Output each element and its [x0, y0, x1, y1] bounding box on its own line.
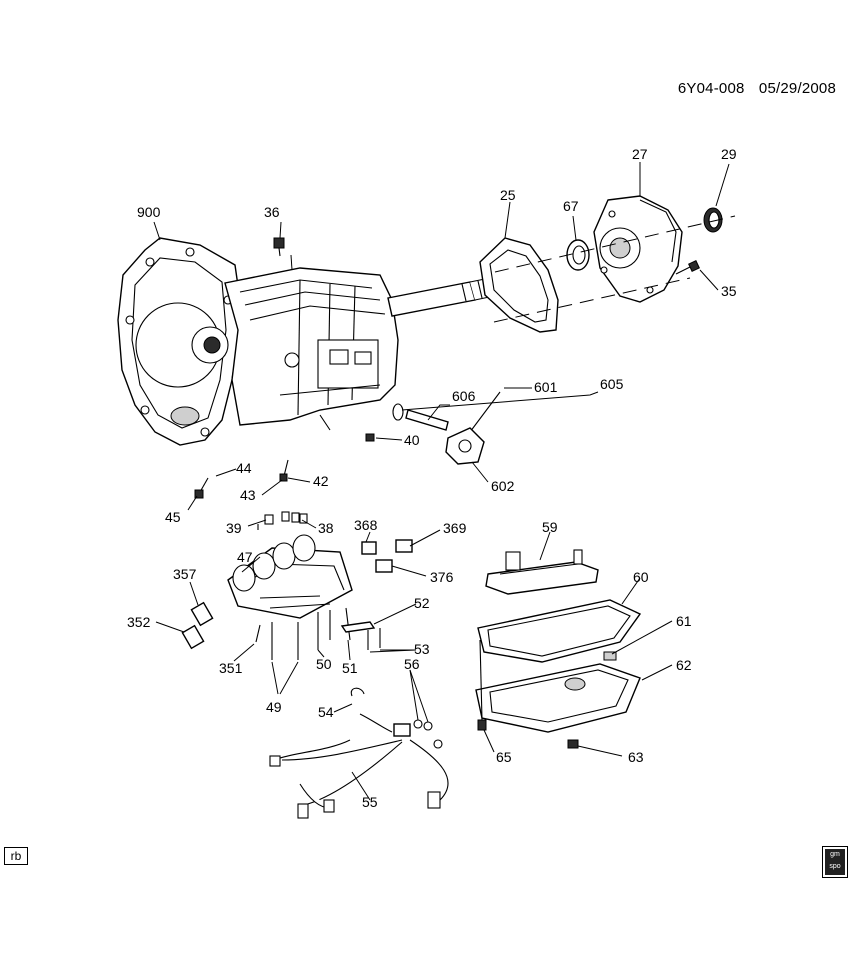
callout-38: 38: [318, 520, 334, 536]
gasket-60: [477, 599, 642, 663]
callout-27: 27: [632, 146, 648, 162]
callout-53: 53: [414, 641, 430, 657]
valve-body-47: [227, 511, 353, 619]
diagram-date: 05/29/2008: [758, 80, 836, 97]
callout-49: 49: [266, 699, 282, 715]
callout-55: 55: [362, 794, 378, 810]
bolt-35: [675, 260, 700, 275]
seal-67: [566, 239, 590, 271]
callout-labels: 900 36 25 67 27 29 35 605 606 601 602 40…: [127, 146, 737, 810]
callout-44: 44: [236, 460, 252, 476]
callout-25: 25: [500, 187, 516, 203]
magnet-61: [603, 651, 617, 661]
callout-40: 40: [404, 432, 420, 448]
callout-67: 67: [563, 198, 579, 214]
gasket-25: [479, 237, 559, 333]
bracket-52-bolts-53: [340, 621, 381, 650]
callout-43: 43: [240, 487, 256, 503]
gm-spo-logo: gm spo: [822, 846, 848, 878]
callout-45: 45: [165, 509, 181, 525]
callout-61: 61: [676, 613, 692, 629]
callout-29: 29: [721, 146, 737, 162]
plug-40: [365, 433, 375, 442]
callout-368: 368: [354, 517, 378, 533]
callout-60: 60: [633, 569, 649, 585]
callout-351: 351: [219, 660, 243, 676]
wiring-harness-55: [269, 687, 449, 819]
callout-42: 42: [313, 473, 329, 489]
callout-52: 52: [414, 595, 430, 611]
extension-housing-27: [593, 195, 683, 303]
callout-352: 352: [127, 614, 151, 630]
callout-51: 51: [342, 660, 358, 676]
callout-62: 62: [676, 657, 692, 673]
sensors-368-369-376: [361, 539, 413, 573]
bolt-36: [273, 237, 285, 257]
callout-602: 602: [491, 478, 515, 494]
callout-36: 36: [264, 204, 280, 220]
sensor-357-352: [181, 601, 214, 650]
rb-tag: rb: [4, 847, 28, 865]
callout-63: 63: [628, 749, 644, 765]
sensor-group-600: [392, 391, 501, 465]
leader-lines: [153, 162, 730, 801]
callout-50: 50: [316, 656, 332, 672]
callout-376: 376: [430, 569, 454, 585]
callout-65: 65: [496, 749, 512, 765]
seal-29: [703, 207, 723, 233]
bracket-44-42: [194, 414, 331, 499]
callout-900: 900: [137, 204, 161, 220]
callout-369: 369: [443, 520, 467, 536]
transmission-assembly: [117, 237, 495, 446]
diagram-id: 6Y04-008: [677, 80, 745, 97]
callout-56: 56: [404, 656, 420, 672]
bolt-65: [477, 639, 487, 731]
callout-357: 357: [173, 566, 197, 582]
callout-39: 39: [226, 520, 242, 536]
callout-601: 601: [534, 379, 558, 395]
drain-plug-63: [567, 739, 579, 749]
callout-35: 35: [721, 283, 737, 299]
diagram-header: 6Y04-008 05/29/2008: [668, 80, 836, 97]
pins-49-50-51: [255, 607, 351, 660]
callout-605: 605: [600, 376, 624, 392]
callout-47: 47: [237, 549, 253, 565]
filter-59: [485, 549, 599, 595]
callout-59: 59: [542, 519, 558, 535]
oil-pan-62: [475, 663, 641, 733]
callout-606: 606: [452, 388, 476, 404]
callout-54: 54: [318, 704, 334, 720]
gm-spo-logo-text: gm spo: [825, 849, 845, 875]
